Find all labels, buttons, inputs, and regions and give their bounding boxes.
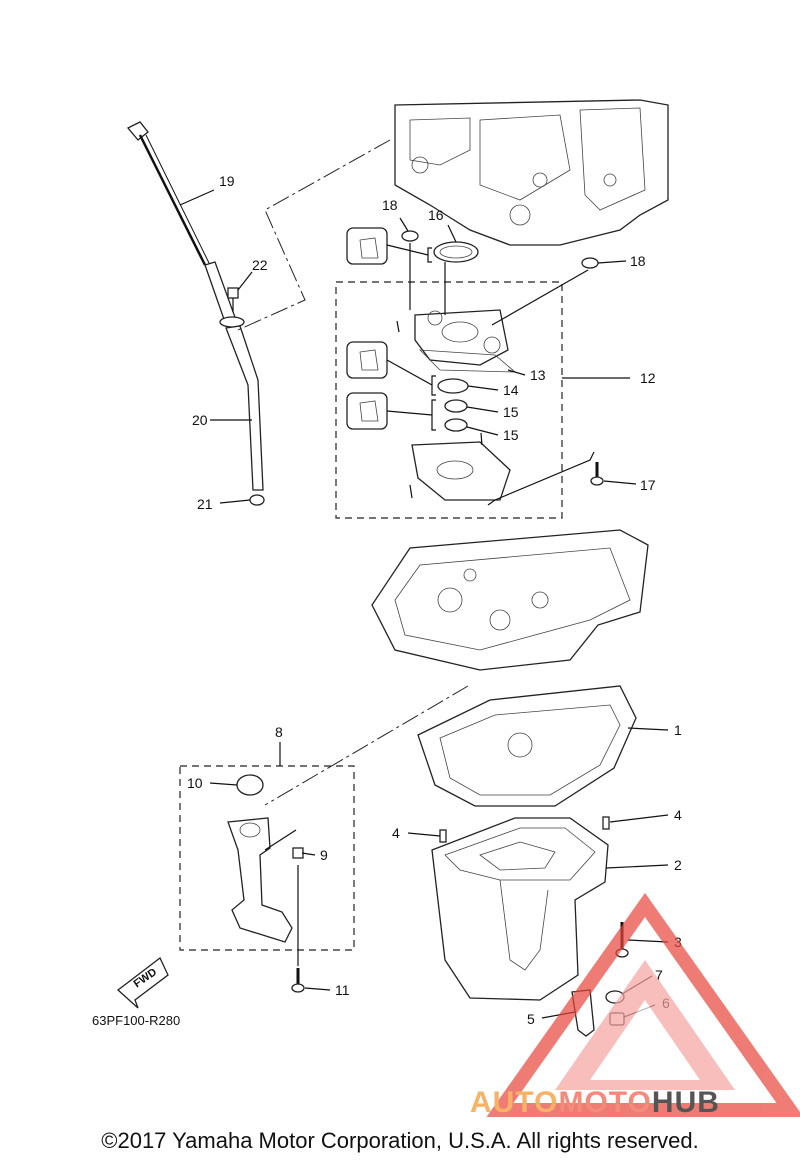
oil-seal-15-lower: [444, 418, 468, 432]
oil-seal-15-upper: [444, 399, 468, 413]
callout-9: 9: [320, 847, 328, 863]
leader-lines: [179, 189, 669, 1019]
pump-housing-lower: [411, 441, 511, 501]
o-ring-10: [236, 774, 264, 796]
diagram-code: 63PF100-R280: [92, 1013, 180, 1028]
callout-19: 19: [219, 173, 235, 189]
callout-4-left: 4: [392, 825, 400, 841]
oil-seal-16: [433, 241, 479, 263]
o-ring-21: [249, 494, 265, 506]
callout-20: 20: [192, 412, 208, 428]
exhaust-guide: [371, 529, 649, 671]
callout-18-left: 18: [382, 197, 398, 213]
sealant-icon: [346, 227, 388, 265]
dowel-pin-4-left: [439, 829, 447, 843]
callout-1: 1: [674, 722, 682, 738]
o-ring-18-left: [401, 230, 419, 242]
callout-7: 7: [655, 967, 663, 983]
watermark-text-moto: MOTO: [558, 1086, 652, 1119]
fwd-arrow-icon: FWD: [116, 956, 169, 1009]
oil-strainer: [227, 817, 293, 943]
callout-15-upper: 15: [503, 404, 519, 420]
sealant-icon: [346, 392, 388, 430]
callout-21: 21: [197, 496, 213, 512]
oil-seal-14: [437, 378, 469, 394]
group-box-8: [179, 765, 355, 951]
callout-12: 12: [640, 370, 656, 386]
dipstick-bolt: [227, 287, 239, 312]
oil-pan-2: [431, 817, 609, 1001]
callout-5: 5: [527, 1011, 535, 1027]
callout-22: 22: [252, 257, 268, 273]
callout-16: 16: [428, 207, 444, 223]
bolt-11: [291, 968, 305, 993]
callout-18-right: 18: [630, 253, 646, 269]
callout-10: 10: [187, 775, 203, 791]
callout-17: 17: [640, 477, 656, 493]
bolt-17: [590, 462, 604, 486]
callout-8: 8: [275, 724, 283, 740]
callout-15-lower: 15: [503, 427, 519, 443]
watermark-text-auto: AUTO: [470, 1086, 559, 1119]
watermark-text-hub: HUB: [651, 1086, 720, 1119]
watermark-logo-icon: [486, 892, 800, 1117]
gasket-1: [417, 685, 637, 807]
sealant-icon: [346, 341, 388, 379]
callout-13: 13: [530, 367, 546, 383]
callout-14: 14: [503, 382, 519, 398]
dipstick: [126, 121, 264, 491]
bolt-9: [292, 847, 304, 859]
dowel-pin-4-right: [602, 816, 610, 830]
copyright-notice: ©2017 Yamaha Motor Corporation, U.S.A. A…: [101, 1128, 699, 1153]
watermark-text: AUTOMOTOHUB: [470, 1086, 720, 1120]
engine-block: [394, 99, 669, 246]
callout-2: 2: [674, 857, 682, 873]
callout-4-right: 4: [674, 807, 682, 823]
callout-11: 11: [335, 982, 350, 998]
group-box-12: [335, 281, 563, 519]
o-ring-18-right: [581, 257, 599, 269]
